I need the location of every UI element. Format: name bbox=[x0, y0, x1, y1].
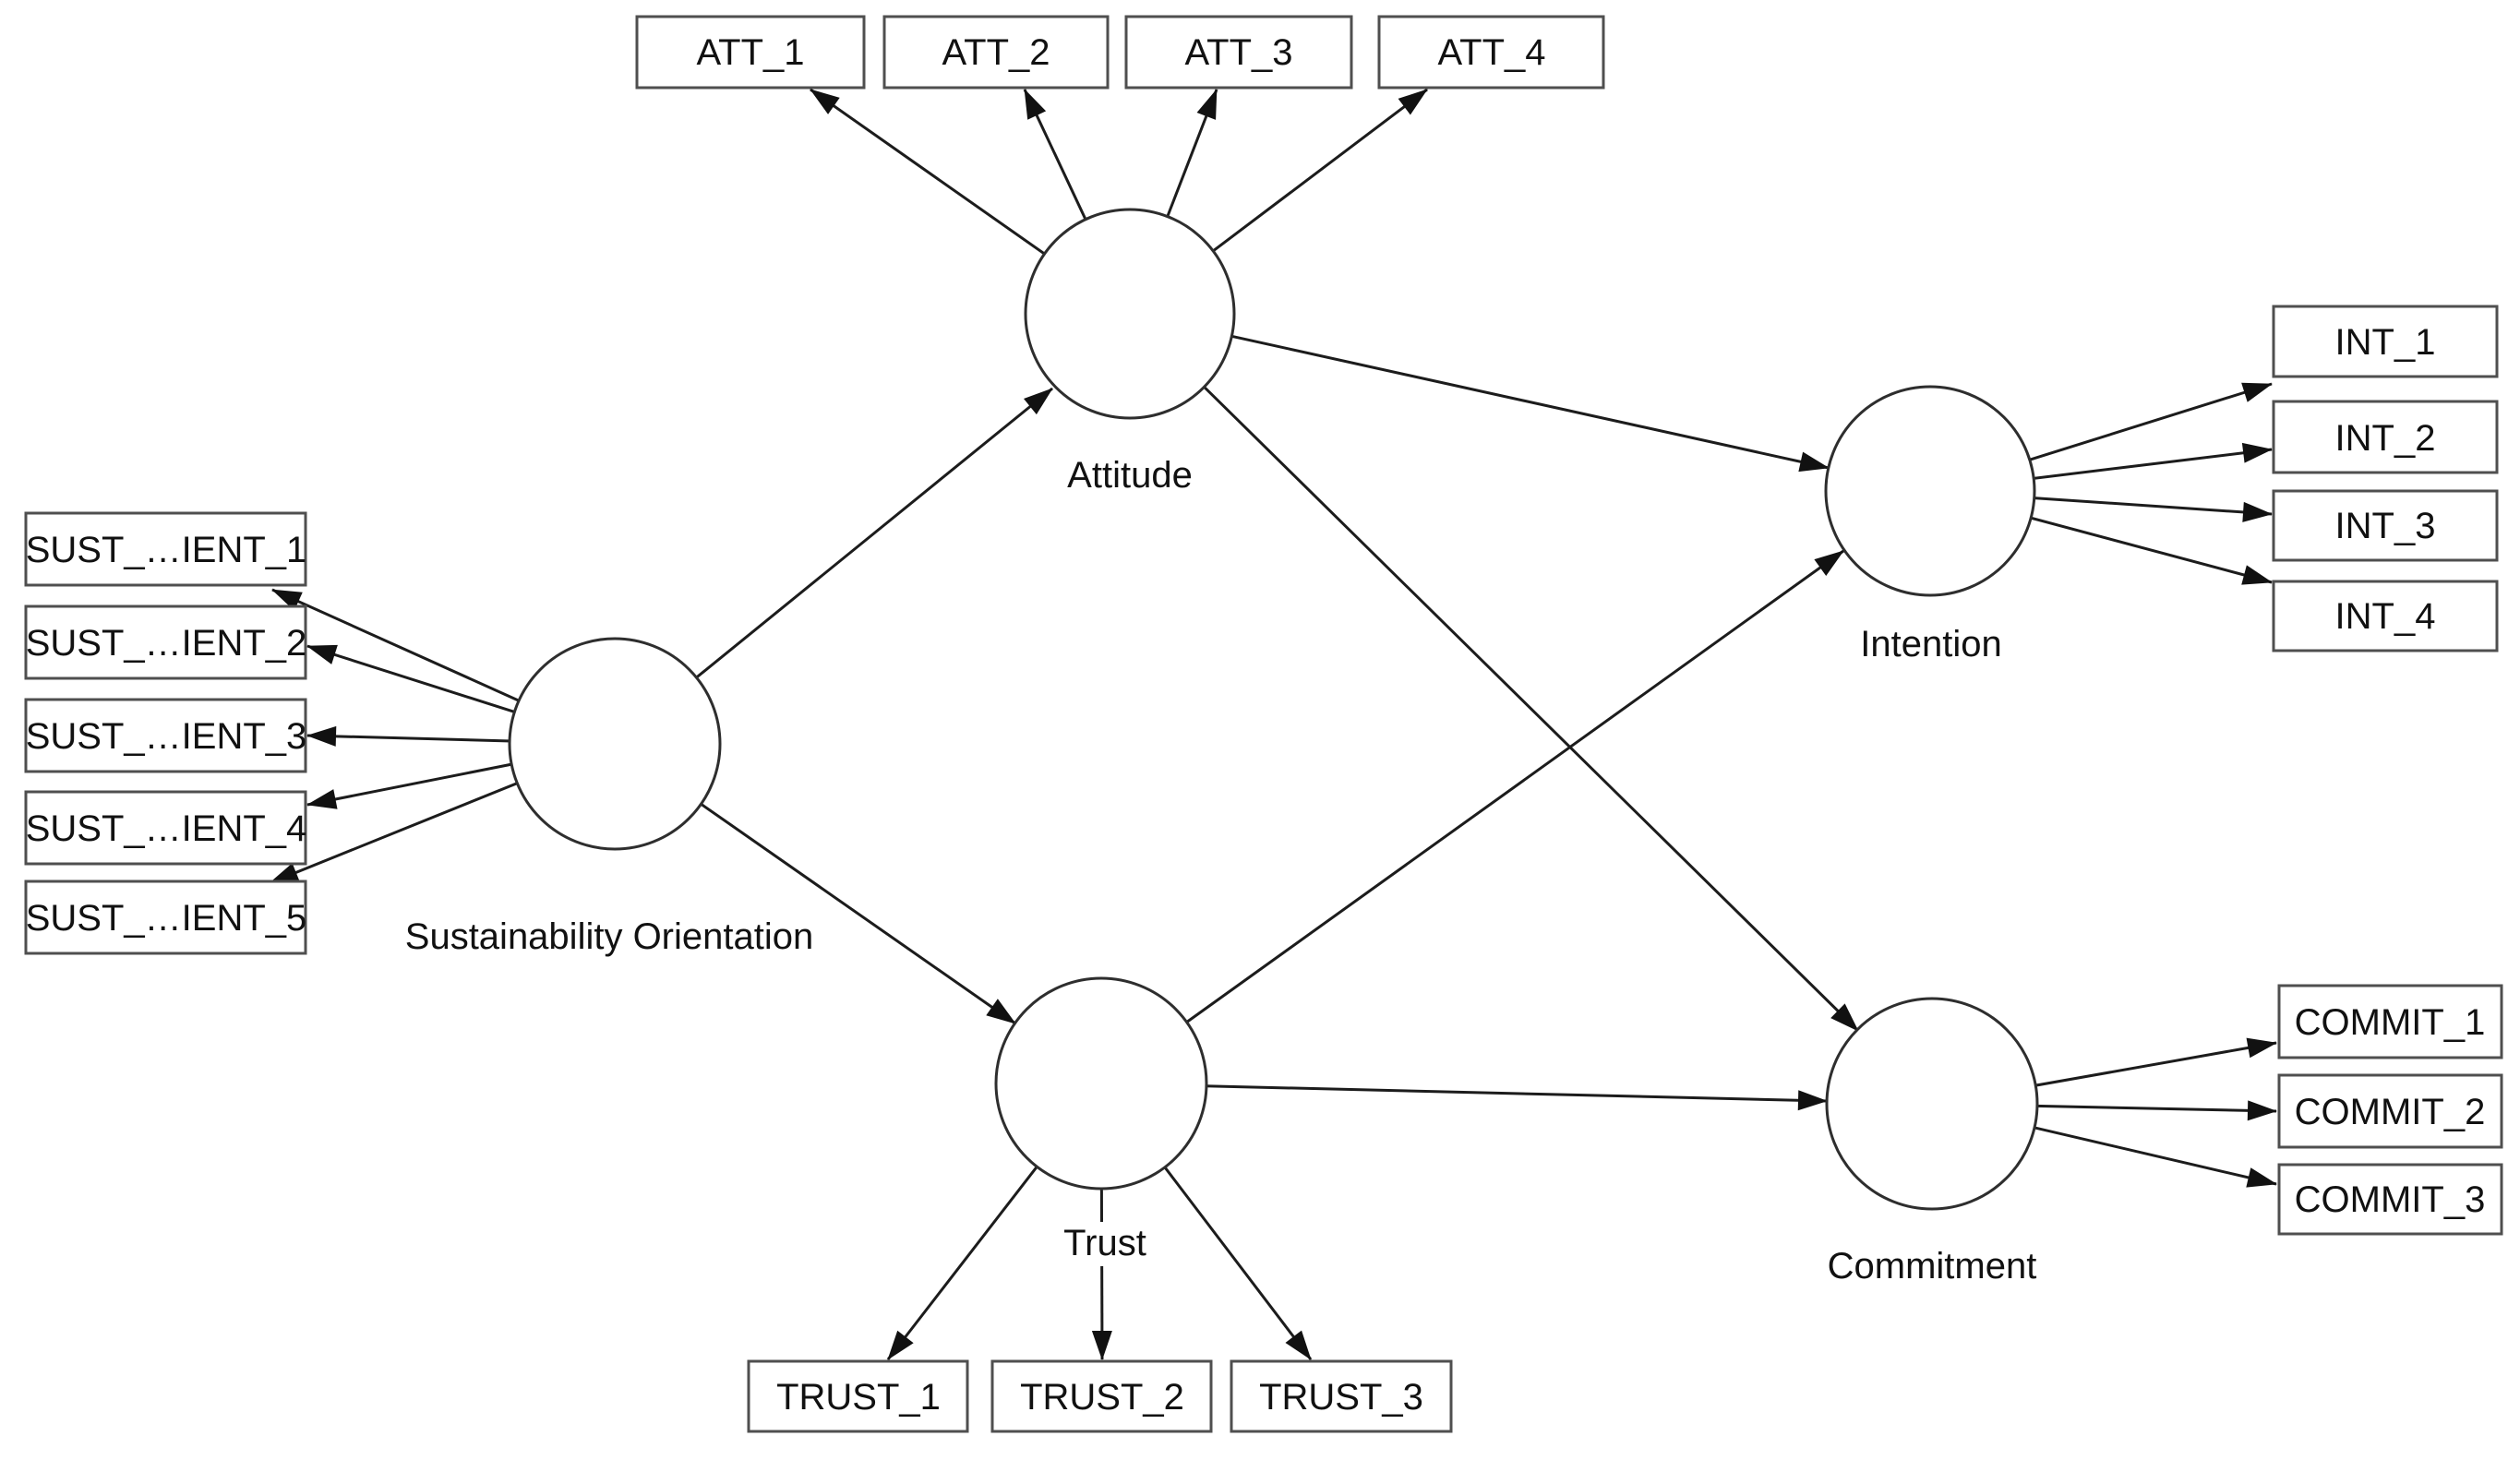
indicator-commit-2: COMMIT_2 bbox=[2277, 1073, 2503, 1149]
indicator-box-int-3 bbox=[2272, 489, 2499, 562]
latent-circle-intention bbox=[1824, 385, 2036, 597]
indicator-int-1: INT_1 bbox=[2272, 305, 2499, 378]
path-arrow-trust-to-commitment bbox=[1100, 1082, 1828, 1111]
indicator-trust-3: TRUST_3 bbox=[1230, 1359, 1453, 1433]
latent-circle-trust bbox=[994, 976, 1208, 1191]
indicator-label-sust-3: SUST_…IENT_3 bbox=[26, 716, 307, 757]
indicator-int-4: INT_4 bbox=[2272, 580, 2499, 652]
label-bg-attitude bbox=[1052, 454, 1207, 498]
indicator-label-commit-1: COMMIT_1 bbox=[2295, 1002, 2486, 1043]
indicator-box-sust-5 bbox=[24, 880, 307, 955]
indicator-sust-3: SUST_…IENT_3 bbox=[24, 698, 307, 773]
indicator-label-commit-3: COMMIT_3 bbox=[2295, 1179, 2486, 1220]
indicator-box-int-1 bbox=[2272, 305, 2499, 378]
indicator-label-trust-2: TRUST_2 bbox=[1020, 1377, 1184, 1418]
indicator-label-trust-1: TRUST_1 bbox=[776, 1377, 941, 1418]
path-arrow-trust-to-intention bbox=[1100, 549, 1844, 1085]
indicator-box-commit-2 bbox=[2277, 1073, 2503, 1149]
indicator-label-att-3: ATT_3 bbox=[1184, 32, 1292, 73]
indicator-att-1: ATT_1 bbox=[635, 15, 866, 90]
indicator-box-att-1 bbox=[635, 15, 866, 90]
indicator-trust-1: TRUST_1 bbox=[747, 1359, 969, 1433]
latent-labels-layer: Sustainability Orientation Attitude Trus… bbox=[391, 454, 2042, 1289]
indicator-commit-3: COMMIT_3 bbox=[2277, 1163, 2503, 1236]
indicator-sust-5: SUST_…IENT_5 bbox=[24, 880, 307, 955]
indicator-box-int-2 bbox=[2272, 400, 2499, 474]
label-bg-intention bbox=[1852, 623, 2010, 667]
indicator-box-trust-2 bbox=[990, 1359, 1213, 1433]
latent-label-trust: Trust bbox=[1063, 1223, 1146, 1263]
indicator-label-sust-4: SUST_…IENT_4 bbox=[26, 808, 307, 849]
indicator-box-sust-2 bbox=[24, 604, 307, 680]
indicator-label-int-3: INT_3 bbox=[2335, 506, 2436, 546]
indicator-box-sust-1 bbox=[24, 511, 307, 587]
indicator-att-2: ATT_2 bbox=[882, 15, 1110, 90]
latent-variables-layer bbox=[508, 208, 2039, 1211]
indicator-trust-2: TRUST_2 bbox=[990, 1359, 1213, 1433]
indicator-box-commit-1 bbox=[2277, 984, 2503, 1059]
label-bg-trust bbox=[1050, 1222, 1159, 1266]
label-bg-sustainability-orientation bbox=[391, 915, 827, 960]
indicator-label-commit-2: COMMIT_2 bbox=[2295, 1092, 2486, 1132]
indicator-label-trust-3: TRUST_3 bbox=[1259, 1377, 1423, 1418]
indicator-sust-1: SUST_…IENT_1 bbox=[24, 511, 307, 587]
indicator-att-3: ATT_3 bbox=[1124, 15, 1353, 90]
latent-circle-commitment bbox=[1825, 997, 2039, 1211]
indicator-commit-1: COMMIT_1 bbox=[2277, 984, 2503, 1059]
indicator-box-att-4 bbox=[1377, 15, 1605, 90]
indicator-label-int-1: INT_1 bbox=[2335, 322, 2436, 363]
indicator-box-commit-3 bbox=[2277, 1163, 2503, 1236]
indicator-box-trust-3 bbox=[1230, 1359, 1453, 1433]
path-arrow-attitude-to-commitment bbox=[1128, 312, 1860, 1033]
indicator-boxes-layer: SUST_…IENT_1 SUST_…IENT_2 SUST_…IENT_3 S… bbox=[24, 15, 2503, 1433]
indicator-sust-4: SUST_…IENT_4 bbox=[24, 790, 307, 866]
latent-circle-attitude bbox=[1024, 208, 1236, 420]
latent-label-commitment: Commitment bbox=[1828, 1246, 2037, 1286]
latent-label-attitude: Attitude bbox=[1067, 455, 1193, 496]
indicator-sust-2: SUST_…IENT_2 bbox=[24, 604, 307, 680]
path-arrow-attitude-to-intention bbox=[1129, 312, 1830, 473]
indicator-label-sust-1: SUST_…IENT_1 bbox=[26, 530, 307, 570]
indicator-label-int-2: INT_2 bbox=[2335, 418, 2436, 459]
indicator-label-int-4: INT_4 bbox=[2335, 596, 2436, 637]
indicator-label-att-2: ATT_2 bbox=[942, 32, 1050, 73]
latent-label-intention: Intention bbox=[1860, 624, 2001, 664]
indicator-int-2: INT_2 bbox=[2272, 400, 2499, 474]
indicator-box-att-2 bbox=[882, 15, 1110, 90]
indicator-label-sust-5: SUST_…IENT_5 bbox=[26, 898, 307, 939]
indicator-int-3: INT_3 bbox=[2272, 489, 2499, 562]
indicator-box-int-4 bbox=[2272, 580, 2499, 652]
indicator-label-sust-2: SUST_…IENT_2 bbox=[26, 623, 307, 664]
label-bg-commitment bbox=[1822, 1245, 2042, 1289]
indicator-att-4: ATT_4 bbox=[1377, 15, 1605, 90]
latent-label-sustainability-orientation: Sustainability Orientation bbox=[405, 916, 813, 957]
indicator-box-att-3 bbox=[1124, 15, 1353, 90]
latent-circle-sustainability-orientation bbox=[508, 637, 722, 851]
indicator-box-sust-3 bbox=[24, 698, 307, 773]
indicator-label-att-4: ATT_4 bbox=[1437, 32, 1545, 73]
indicator-box-trust-1 bbox=[747, 1359, 969, 1433]
indicator-box-sust-4 bbox=[24, 790, 307, 866]
indicator-label-att-1: ATT_1 bbox=[696, 32, 804, 73]
